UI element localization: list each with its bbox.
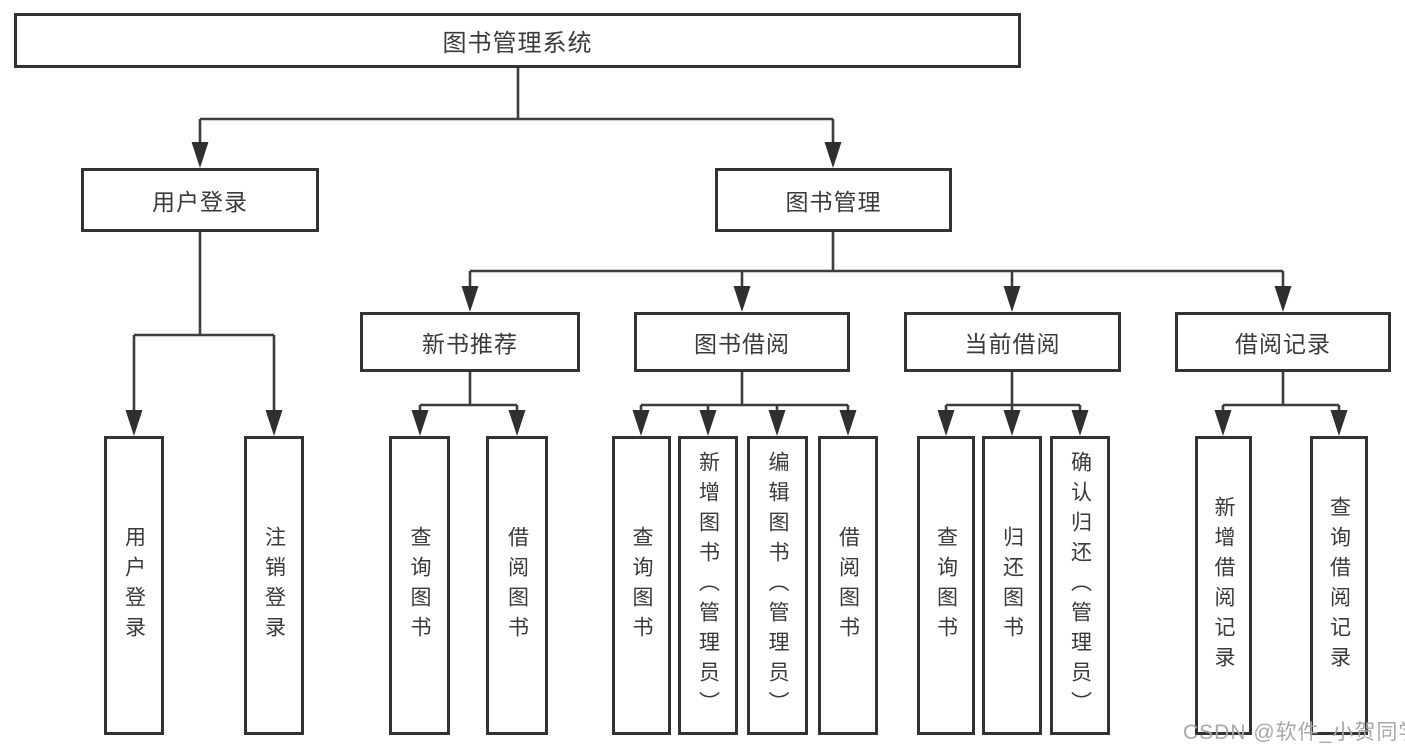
- leaf-current-confirm-return-admin: 确认归还（管理员）: [1050, 436, 1110, 735]
- leaf-newbook-borrow-books: 借阅图书: [486, 436, 548, 735]
- leaf-logout: 注销登录: [244, 436, 304, 735]
- leaf-current-return-books: 归还图书: [982, 436, 1042, 735]
- node-book-management: 图书管理: [715, 168, 952, 232]
- node-borrow-records: 借阅记录: [1175, 312, 1391, 372]
- leaf-current-query-books: 查询图书: [917, 436, 975, 735]
- leaf-records-query-record: 查询借阅记录: [1310, 436, 1368, 735]
- node-root-system: 图书管理系统: [14, 13, 1021, 68]
- node-user-login: 用户登录: [81, 168, 319, 232]
- leaf-newbook-query-books: 查询图书: [389, 436, 450, 735]
- leaf-borrow-edit-books-admin: 编辑图书（管理员）: [747, 436, 808, 735]
- leaf-borrow-borrow-books: 借阅图书: [818, 436, 878, 735]
- leaf-borrow-add-books-admin: 新增图书（管理员）: [678, 436, 738, 735]
- node-new-book-recommend: 新书推荐: [360, 312, 580, 372]
- leaf-records-add-record: 新增借阅记录: [1195, 436, 1252, 735]
- leaf-user-login: 用户登录: [104, 436, 164, 735]
- node-current-borrowing: 当前借阅: [904, 312, 1121, 372]
- node-book-borrowing: 图书借阅: [634, 312, 850, 372]
- leaf-borrow-query-books: 查询图书: [612, 436, 671, 735]
- csdn-watermark: CSDN @软件_小贺同学: [1183, 721, 1405, 744]
